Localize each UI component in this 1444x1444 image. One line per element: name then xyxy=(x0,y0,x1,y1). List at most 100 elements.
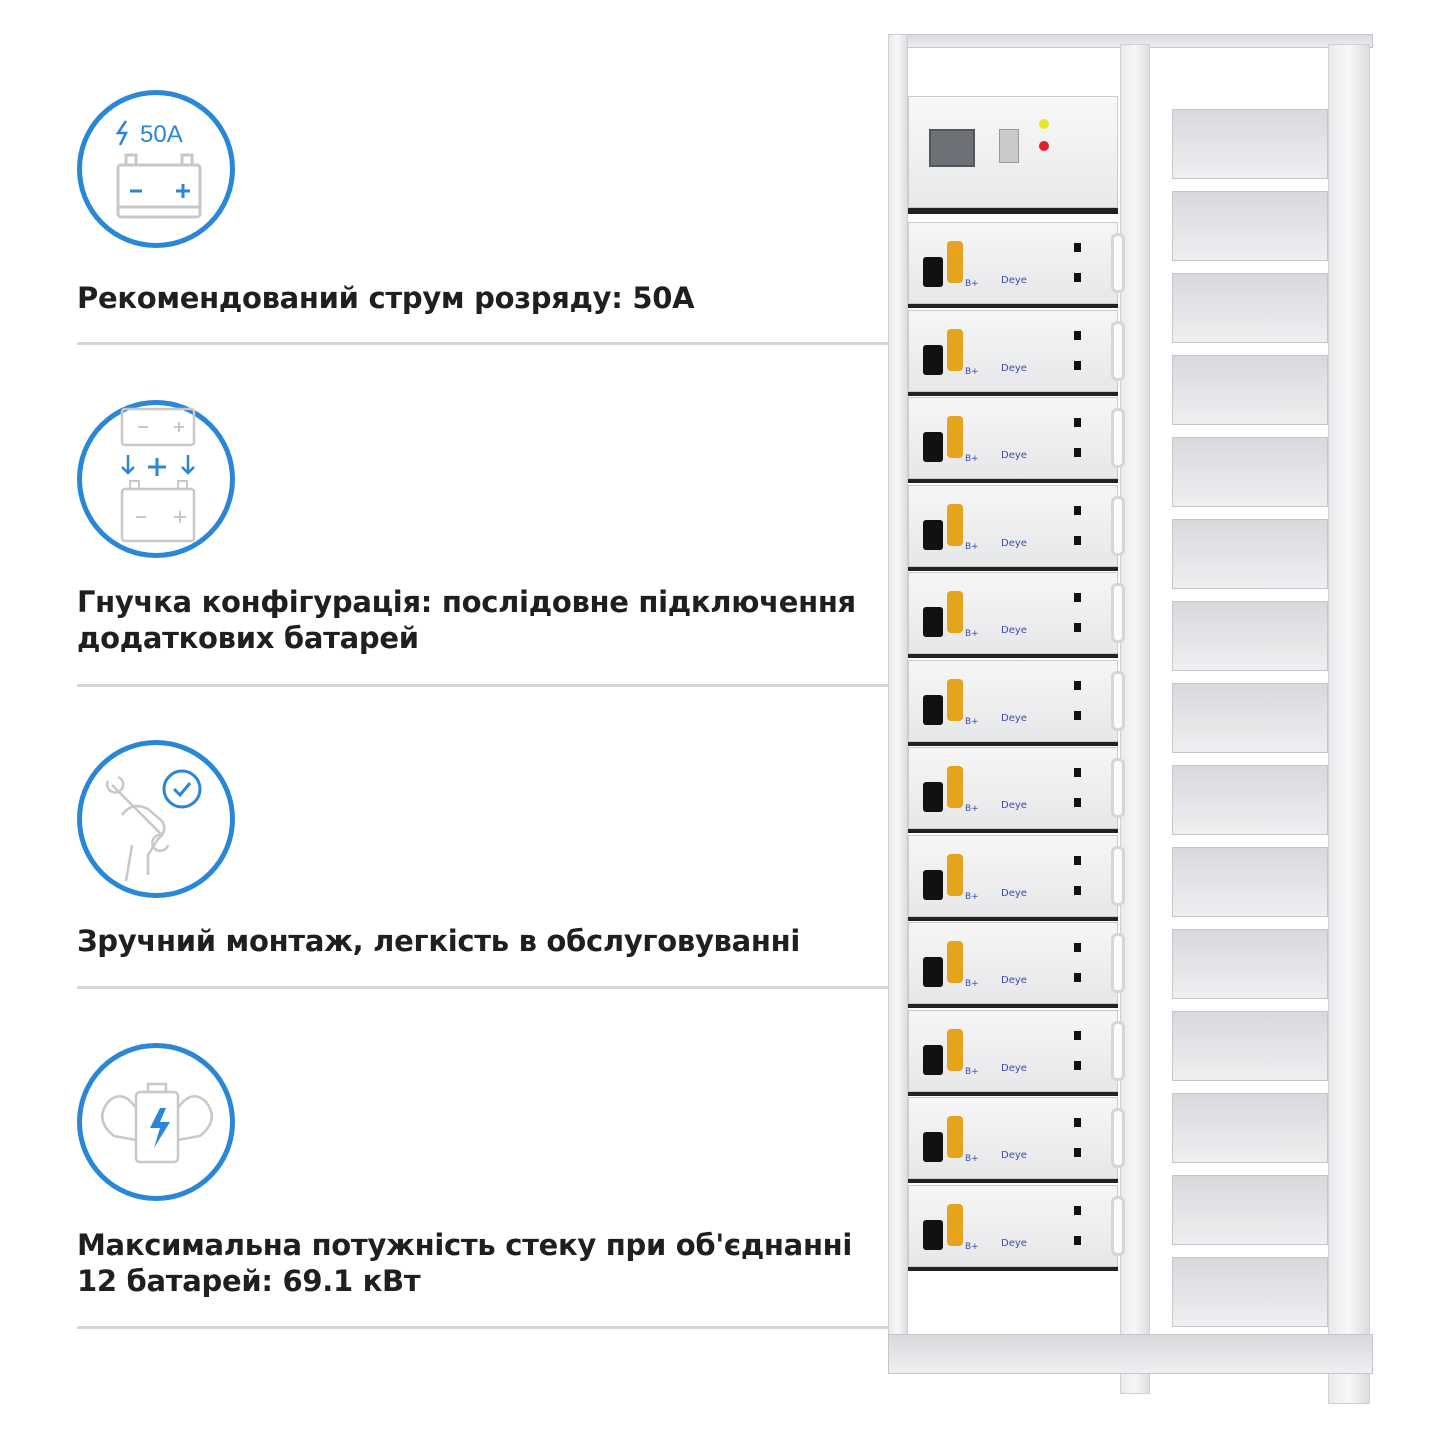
power-cable xyxy=(947,591,963,633)
module-handle xyxy=(1111,1195,1125,1256)
comm-port xyxy=(1074,273,1081,282)
side-panel xyxy=(1172,683,1328,753)
brand-label: Deye xyxy=(1001,1062,1027,1074)
divider xyxy=(77,684,892,687)
comm-port xyxy=(1074,243,1081,252)
power-plug xyxy=(923,1044,943,1075)
power-cable xyxy=(947,853,963,896)
comm-port xyxy=(1074,418,1081,427)
battery-module: B+Deye xyxy=(908,309,1125,392)
comm-port xyxy=(1074,855,1081,865)
side-panel xyxy=(1172,847,1328,917)
comm-port xyxy=(1074,1205,1081,1215)
battery-module: B+ Deye xyxy=(908,1097,1125,1179)
breaker-switch xyxy=(999,129,1019,163)
module-handle xyxy=(1111,758,1125,818)
brand-label: Deye xyxy=(1001,537,1027,549)
side-panel xyxy=(1172,273,1328,343)
power-plug xyxy=(923,957,943,987)
feature-line: Зручний монтаж, легкість в обслуговуванн… xyxy=(77,924,800,958)
power-cable xyxy=(947,766,963,808)
power-plug xyxy=(923,1219,943,1250)
module-handle xyxy=(1111,845,1125,906)
divider xyxy=(77,986,892,989)
comm-port xyxy=(1074,1060,1081,1070)
module-handle xyxy=(1111,933,1125,993)
side-panel xyxy=(1172,437,1328,507)
feature-text: Максимальна потужність стеку при об'єдна… xyxy=(77,1227,852,1299)
terminal-label: B+ xyxy=(965,454,979,464)
module-handle xyxy=(1111,495,1125,556)
side-panel xyxy=(1172,355,1328,425)
battery-module: B+ Deye xyxy=(908,484,1125,567)
comm-port xyxy=(1074,360,1081,370)
display-screen xyxy=(929,129,975,167)
module-handle xyxy=(1111,1108,1125,1168)
hand-wrench-check-icon xyxy=(77,740,235,898)
feature-line: 12 батарей: 69.1 кВт xyxy=(77,1264,421,1298)
divider xyxy=(77,1326,892,1329)
divider xyxy=(77,342,892,345)
battery-module: B+Deye xyxy=(908,572,1125,654)
side-panel xyxy=(1172,765,1328,835)
power-cable xyxy=(947,241,963,283)
feature-line: додаткових батарей xyxy=(77,621,419,655)
power-plug xyxy=(923,519,943,550)
rack-base xyxy=(888,1334,1373,1374)
power-cable xyxy=(947,1116,963,1158)
power-plug xyxy=(923,257,943,287)
brand-label: Deye xyxy=(1001,450,1027,461)
comm-port xyxy=(1074,1030,1081,1040)
power-plug xyxy=(923,869,943,900)
terminal-label: B+ xyxy=(965,541,979,552)
comm-port xyxy=(1074,710,1081,720)
power-cable xyxy=(947,678,963,721)
power-plug xyxy=(923,694,943,725)
power-cable xyxy=(947,416,963,458)
feature-line: Максимальна потужність стеку при об'єдна… xyxy=(77,1228,853,1262)
alarm-light xyxy=(1039,141,1049,151)
comm-port xyxy=(1074,1118,1081,1127)
feature-line: Рекомендований струм розряду: 50А xyxy=(77,281,695,315)
brand-label: Deye xyxy=(1001,1150,1027,1161)
module-handle xyxy=(1111,583,1125,643)
module-handle xyxy=(1111,670,1125,731)
power-cable xyxy=(947,941,963,983)
brand-label: Deye xyxy=(1001,712,1027,724)
terminal-label: B+ xyxy=(965,979,979,989)
comm-port xyxy=(1074,623,1081,632)
comm-port xyxy=(1074,943,1081,952)
battery-module: B+Deye xyxy=(908,1009,1125,1092)
comm-port xyxy=(1074,448,1081,457)
power-plug xyxy=(923,1132,943,1162)
indicator-light xyxy=(1039,119,1049,129)
power-plug xyxy=(923,432,943,462)
terminal-label: B+ xyxy=(965,279,979,289)
brand-label: Deye xyxy=(1001,800,1027,811)
battery-module: B+Deye xyxy=(908,747,1125,829)
terminal-label: B+ xyxy=(965,1154,979,1164)
side-panel xyxy=(1172,109,1328,179)
power-cable xyxy=(947,328,963,371)
rack-post xyxy=(888,34,908,1374)
power-cable xyxy=(947,1028,963,1071)
side-panel xyxy=(1172,1093,1328,1163)
comm-port xyxy=(1074,1148,1081,1157)
side-panel xyxy=(1172,1011,1328,1081)
battery-module: B+Deye xyxy=(908,834,1125,917)
brand-label: Deye xyxy=(1001,275,1027,286)
power-plug xyxy=(923,607,943,637)
battery-module: B+Deye xyxy=(908,659,1125,742)
power-plug xyxy=(923,782,943,812)
terminal-label: B+ xyxy=(965,1241,979,1252)
module-handle xyxy=(1111,320,1125,381)
battery-50a-icon: 50A xyxy=(77,90,235,248)
side-panel xyxy=(1172,1175,1328,1245)
feature-text: Рекомендований струм розряду: 50А xyxy=(77,280,695,316)
comm-port xyxy=(1074,505,1081,515)
brand-label: Deye xyxy=(1001,975,1027,986)
control-module xyxy=(908,96,1118,208)
brand-label: Deye xyxy=(1001,1237,1027,1249)
comm-port xyxy=(1074,798,1081,807)
